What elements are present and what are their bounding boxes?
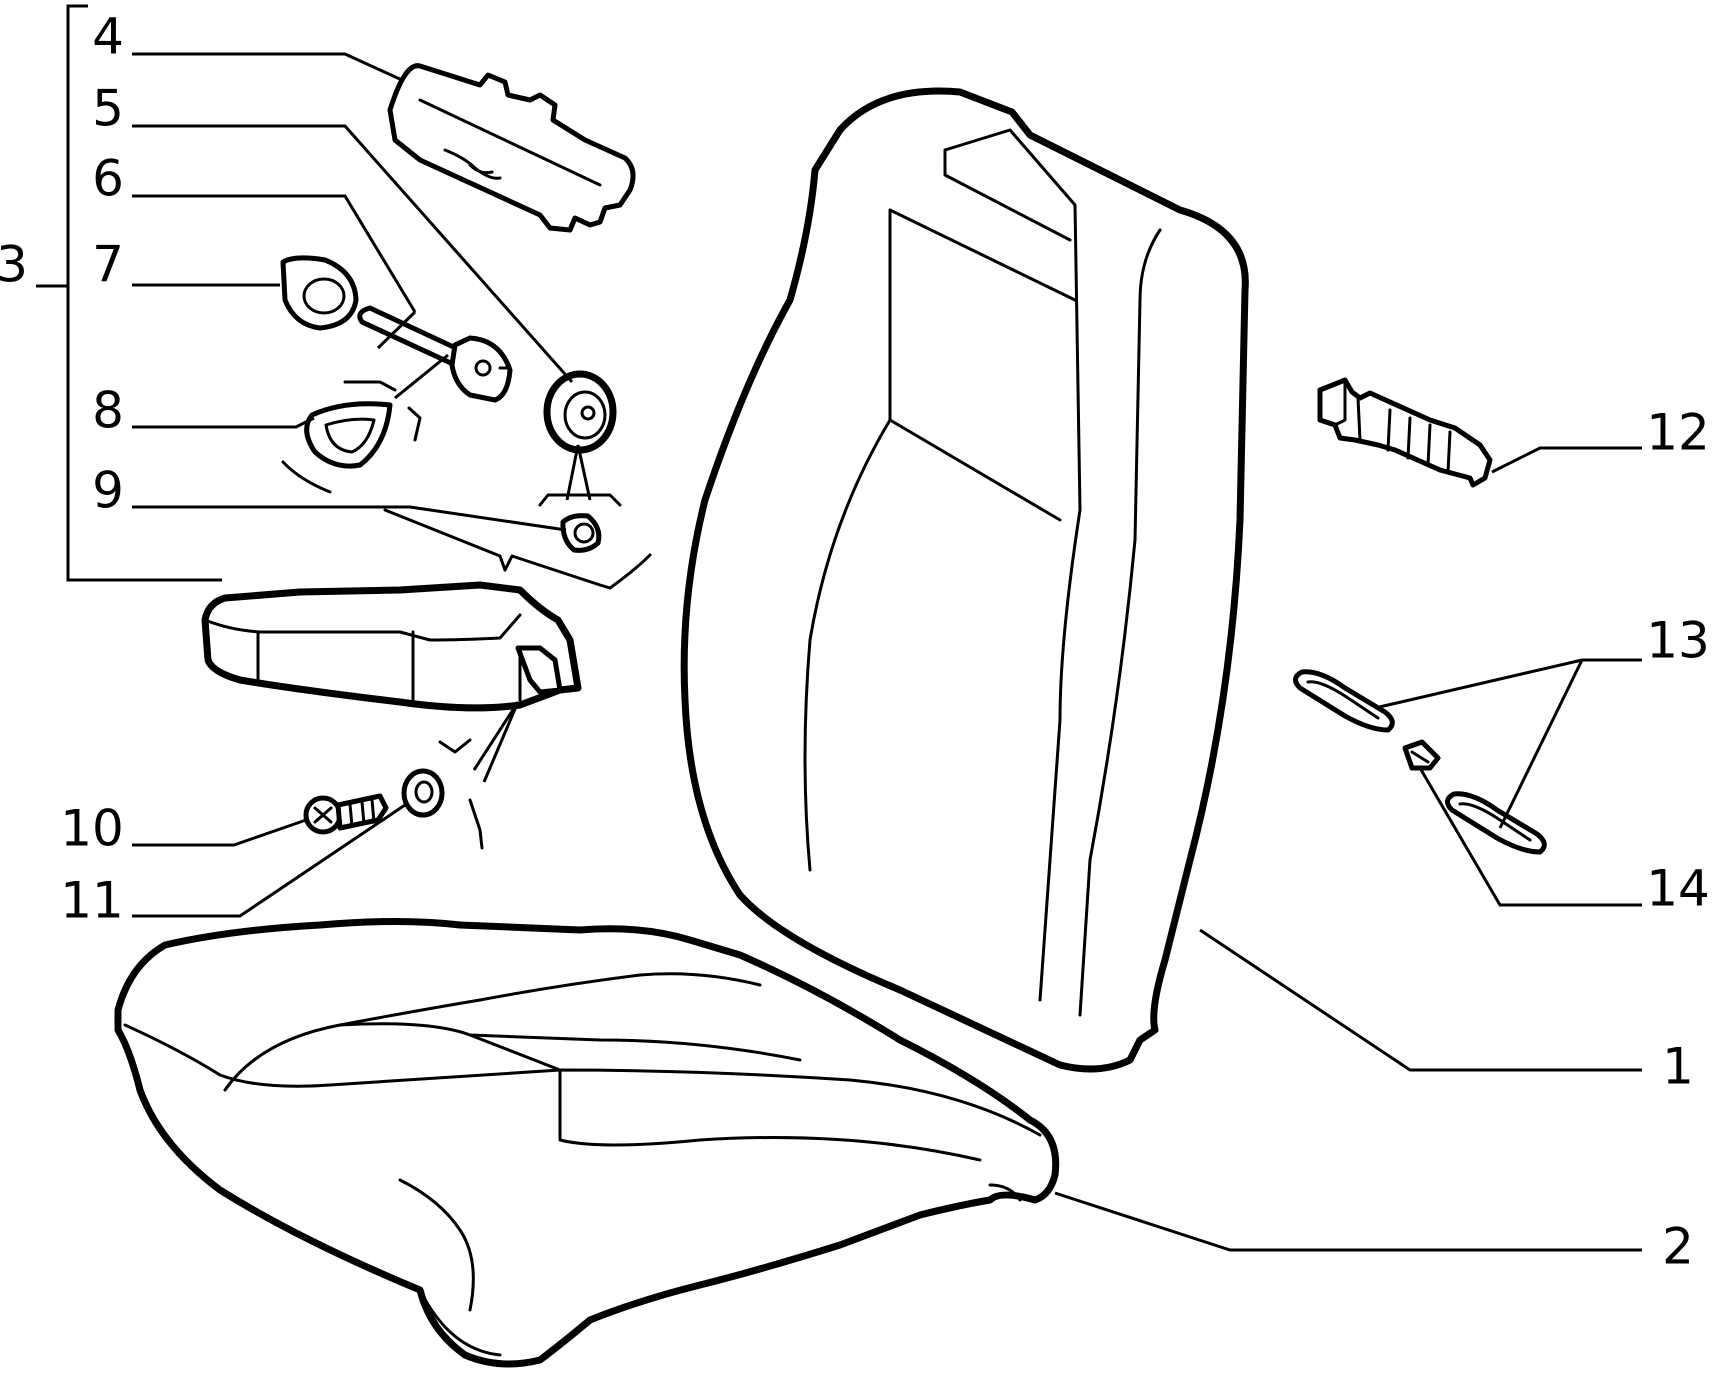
guide-lines — [281, 380, 652, 850]
leader-1 — [1199, 928, 1642, 1072]
small-clip — [1402, 739, 1441, 771]
leader-6b — [376, 310, 417, 350]
washer — [401, 768, 445, 818]
leader-2 — [1054, 1191, 1642, 1252]
leader-5 — [132, 124, 574, 383]
leader-lines — [132, 52, 1642, 1252]
leader-4 — [132, 52, 403, 82]
screw — [303, 793, 389, 835]
leader-13b — [1498, 659, 1584, 829]
callout-3: 3 — [0, 236, 28, 294]
seat-backrest — [680, 87, 1249, 1073]
leader-6c — [394, 353, 449, 400]
callout-11: 11 — [60, 872, 124, 930]
pivot-pin — [357, 305, 513, 403]
callout-14: 14 — [1646, 860, 1710, 918]
leader-3b — [472, 701, 520, 783]
callout-2: 2 — [1662, 1218, 1694, 1276]
seat-cushion — [114, 918, 1060, 1368]
callout-10: 10 — [60, 800, 124, 858]
callout-7: 7 — [92, 236, 124, 294]
callout-numbers: 1 2 3 4 5 6 7 8 9 10 11 12 13 14 — [0, 8, 1710, 1276]
callout-6: 6 — [92, 150, 124, 208]
small-bushing — [560, 513, 602, 553]
leader-6 — [132, 194, 417, 313]
callout-1: 1 — [1662, 1038, 1694, 1096]
leader-11 — [132, 803, 406, 918]
oval-loops — [1293, 669, 1547, 855]
armrest — [201, 581, 582, 712]
clip-bracket — [1317, 377, 1493, 488]
callout-13: 13 — [1646, 612, 1710, 670]
bushing — [280, 255, 359, 331]
leader-12 — [1491, 446, 1642, 474]
leader-9 — [132, 505, 567, 532]
callout-8: 8 — [92, 382, 124, 440]
group-3-bracket — [36, 4, 222, 582]
leader-8 — [132, 416, 315, 429]
callout-9: 9 — [92, 462, 124, 520]
knob-disc — [543, 370, 617, 454]
callout-5: 5 — [92, 80, 124, 138]
leader-10 — [132, 818, 307, 847]
armrest-bracket — [387, 63, 636, 233]
leader-5b — [565, 444, 592, 501]
callout-12: 12 — [1646, 404, 1710, 462]
leader-13a — [1374, 658, 1642, 710]
spacer — [304, 401, 393, 469]
callout-4: 4 — [92, 8, 124, 66]
leader-14 — [1418, 767, 1642, 907]
